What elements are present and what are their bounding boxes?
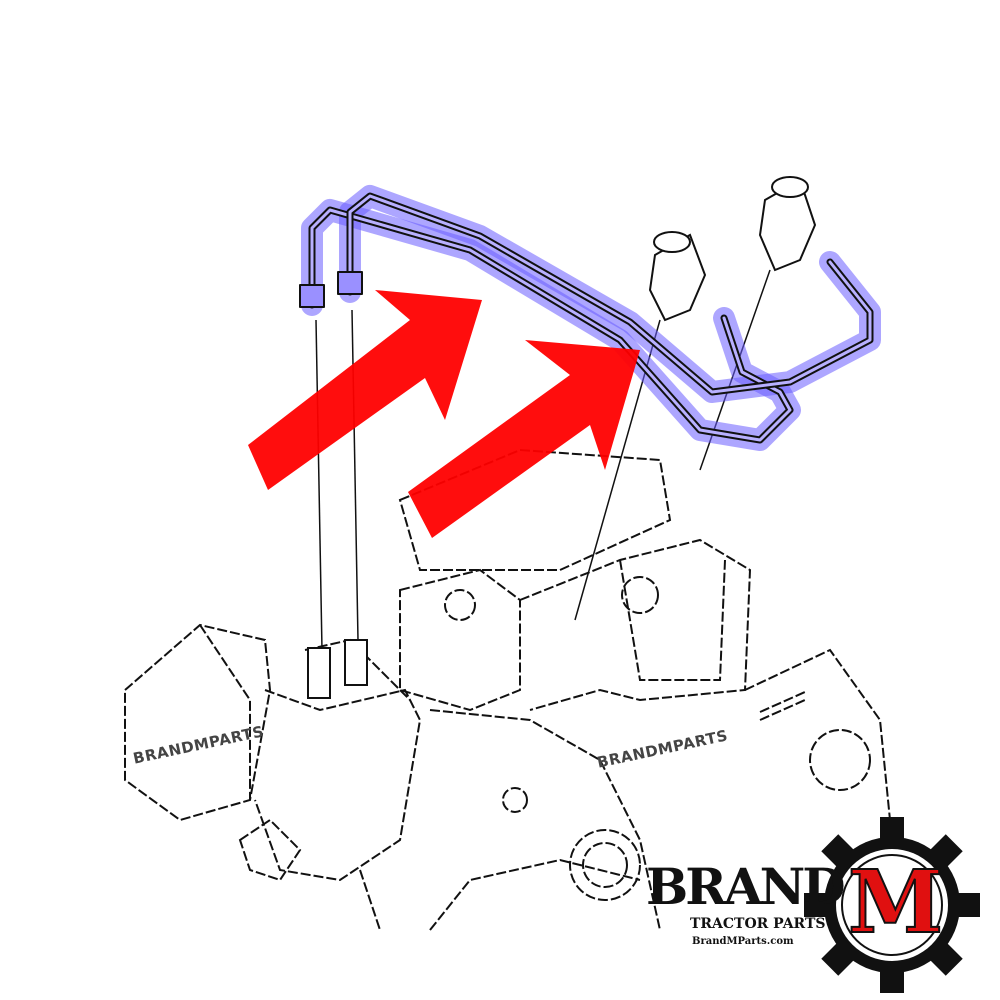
injectors xyxy=(307,176,817,699)
engine-block xyxy=(124,448,891,931)
red-arrow-2 xyxy=(408,340,640,538)
logo-brand-text: BRAND xyxy=(646,857,846,916)
logo-m-letter: M xyxy=(847,852,944,953)
fuel-lines-highlight xyxy=(299,185,881,451)
red-arrows xyxy=(248,290,640,538)
logo-tagline: TRACTOR PARTS xyxy=(690,916,826,932)
logo-url: BrandMParts.com xyxy=(692,936,794,947)
logo-gear xyxy=(804,817,980,993)
mounting-rods xyxy=(315,269,771,651)
red-arrow-1 xyxy=(248,290,482,490)
